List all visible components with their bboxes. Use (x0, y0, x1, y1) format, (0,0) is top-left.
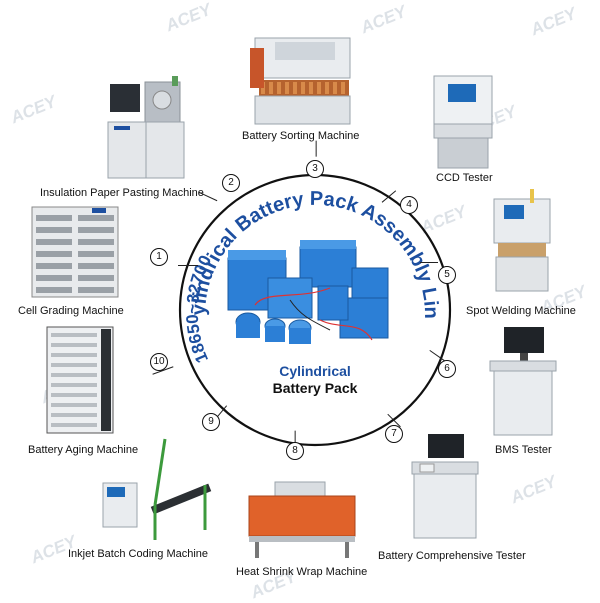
step-label-5: Spot Welding Machine (466, 305, 576, 317)
caption-line1: Cylindrical (279, 363, 351, 379)
step-label-6: BMS Tester (495, 444, 552, 456)
caption-line2: Battery Pack (273, 380, 358, 396)
step-label-2: Insulation Paper Pasting Machine (40, 187, 204, 199)
spot-welder-icon (493, 189, 551, 292)
hub-ring (178, 173, 452, 447)
connector-tick (315, 140, 317, 157)
cell-grading-cabinet-icon (31, 206, 119, 298)
step-number: 3 (306, 160, 324, 178)
step-label-4: CCD Tester (436, 172, 493, 184)
step-label-9: Inkjet Batch Coding Machine (68, 548, 209, 560)
step-number: 7 (385, 425, 403, 443)
step-number: 5 (438, 266, 456, 284)
connector-tick (178, 265, 198, 267)
step-number: 2 (222, 174, 240, 192)
sorting-machine-icon (250, 37, 351, 125)
shrink-tunnel-icon (248, 481, 356, 558)
step-label-10: Battery Aging Machine (28, 444, 139, 456)
step-number: 1 (150, 248, 168, 266)
arc-subtitle: 18650~32700 (183, 252, 216, 366)
step-number: 6 (438, 360, 456, 378)
step-label-8: Heat Shrink Wrap Machine (236, 566, 368, 578)
comprehensive-tester-icon (411, 434, 479, 539)
ccd-tester-icon (433, 75, 493, 169)
step-label-7: Battery Comprehensive Tester (378, 550, 526, 562)
step-label-1: Cell Grading Machine (18, 305, 124, 317)
paper-pasting-machine-icon (107, 76, 185, 179)
step-number: 10 (150, 353, 168, 371)
inkjet-coder-icon (102, 438, 212, 540)
step-number: 4 (400, 196, 418, 214)
step-number: 9 (202, 413, 220, 431)
bms-tester-icon (489, 327, 557, 436)
step-number: 8 (286, 442, 304, 460)
battery-pack-illustration (227, 240, 389, 344)
connector-tick (420, 262, 438, 264)
step-label-3: Battery Sorting Machine (242, 130, 360, 142)
aging-cabinet-icon (46, 326, 114, 434)
